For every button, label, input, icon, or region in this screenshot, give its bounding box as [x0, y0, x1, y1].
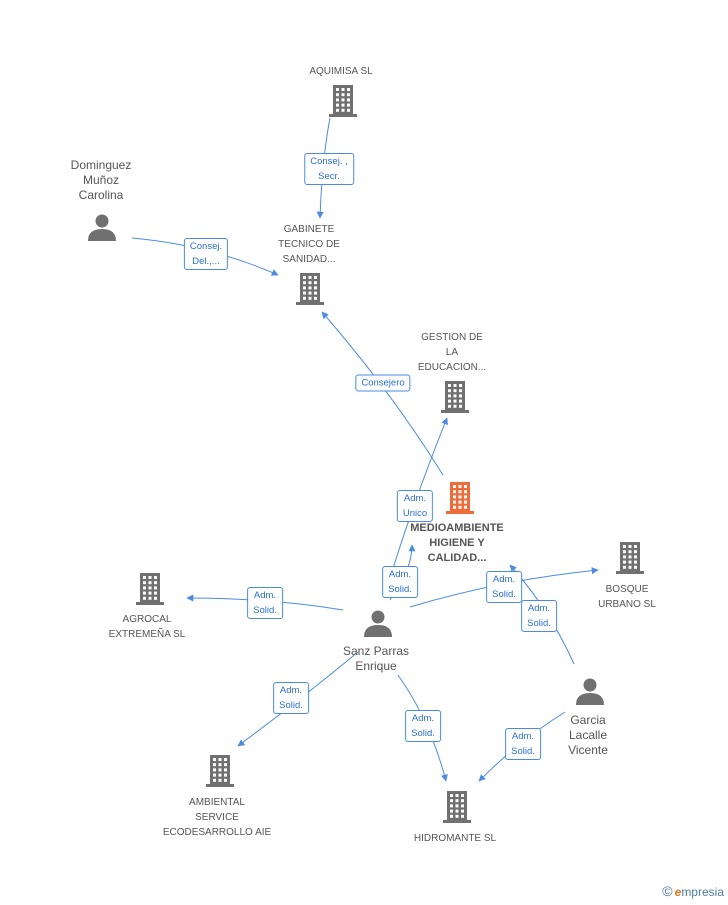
- edge-label-sanz-to-agrocal[interactable]: Adm. Solid.: [247, 587, 283, 619]
- brand-initial: e: [674, 885, 682, 899]
- brand-name: mpresia: [681, 885, 724, 899]
- edge-label-dominguez-to-gabinete[interactable]: Consej. Del.,...: [183, 238, 229, 270]
- person-icon-garcia: [576, 678, 604, 705]
- edge-label-sanz-to-medio[interactable]: Adm. Solid.: [382, 566, 418, 598]
- building-icon-gabinete: [296, 273, 324, 305]
- edge-label-aquimisa-to-gabinete[interactable]: Consej. , Secr.: [304, 153, 354, 185]
- node-label-sanz[interactable]: Sanz Parras Enrique: [342, 644, 410, 673]
- building-icon-agrocal: [136, 573, 164, 605]
- node-label-medio[interactable]: MEDIOAMBIENTE HIGIENE Y CALIDAD...: [410, 522, 504, 564]
- edge-label-garcia-to-hidromante[interactable]: Adm. Solid.: [505, 728, 541, 760]
- edge-label-garcia-to-medio[interactable]: Adm. Solid.: [521, 600, 557, 632]
- building-icon-hidromante: [443, 791, 471, 823]
- person-icon-dominguez: [88, 214, 116, 241]
- building-icon-gestion: [441, 381, 469, 413]
- edge-label-sanz-to-hidromante[interactable]: Adm. Solid.: [405, 710, 441, 742]
- edge-label-medio-to-gabinete[interactable]: Consejero: [355, 374, 411, 392]
- building-icon-ambiental: [206, 755, 234, 787]
- node-label-aquimisa[interactable]: AQUIMISA SL: [309, 66, 373, 77]
- building-icon-aquimisa: [329, 85, 357, 117]
- edge-label-sanz-to-ambiental[interactable]: Adm. Solid.: [273, 682, 309, 714]
- node-label-gabinete[interactable]: GABINETE TECNICO DE SANIDAD...: [278, 224, 340, 265]
- person-icon-sanz: [364, 610, 392, 637]
- edge-medio-to-gabinete: [321, 311, 444, 476]
- node-label-hidromante[interactable]: HIDROMANTE SL: [413, 833, 497, 844]
- node-label-garcia[interactable]: Garcia Lacalle Vicente: [568, 713, 608, 757]
- edge-label-sanz-to-bosque[interactable]: Adm. Solid.: [486, 571, 522, 603]
- building-icon-bosque: [616, 542, 644, 574]
- node-label-agrocal[interactable]: AGROCAL EXTREMEÑA SL: [108, 614, 186, 640]
- node-label-dominguez[interactable]: Dominguez Muñoz Carolina: [70, 158, 132, 202]
- footer-brand: ©empresia: [662, 883, 724, 899]
- node-label-ambiental[interactable]: AMBIENTAL SERVICE ECODESARROLLO AIE: [162, 797, 272, 838]
- edge-label-sanz-to-gestion[interactable]: Adm. Unico: [396, 490, 434, 522]
- node-label-bosque[interactable]: BOSQUE URBANO SL: [598, 584, 656, 610]
- node-label-gestion[interactable]: GESTION DE LA EDUCACION...: [417, 332, 487, 373]
- copyright-symbol: ©: [662, 883, 673, 899]
- building-icon-medio: [446, 482, 474, 514]
